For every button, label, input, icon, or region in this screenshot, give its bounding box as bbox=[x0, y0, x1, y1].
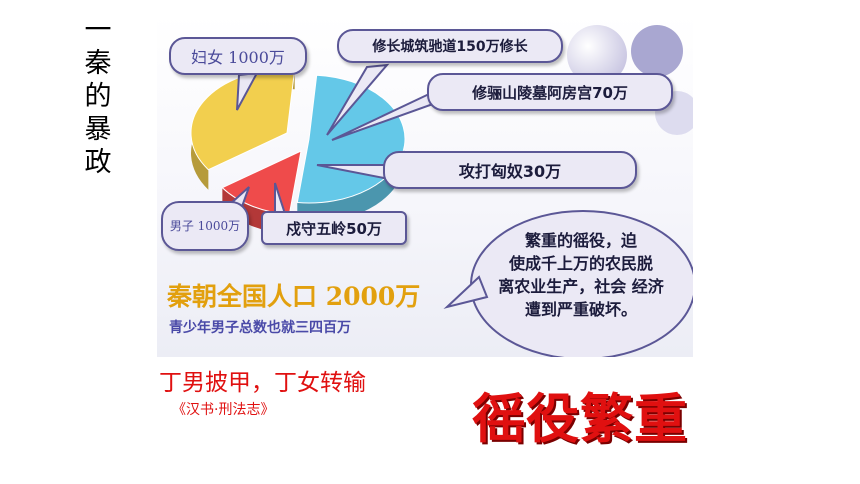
note-bubble-tail bbox=[443, 275, 489, 309]
quote-text: 丁男披甲，丁女转输 bbox=[159, 370, 366, 396]
callout-mausoleum: 修骊山陵墓阿房宫70万 bbox=[427, 73, 673, 111]
callout-women: 妇女 1000万 bbox=[169, 37, 307, 75]
callout-wuling: 戍守五岭50万 bbox=[261, 211, 407, 245]
side-title-char: 暴 bbox=[84, 114, 112, 145]
callout-men-label: 男子 1000万 bbox=[169, 219, 241, 233]
callout-mausoleum-label: 修骊山陵墓阿房宫70万 bbox=[472, 83, 628, 102]
note-line: 使成千上万的农民脱 bbox=[508, 254, 653, 273]
side-title-char: 政 bbox=[84, 147, 112, 178]
headline: 徭役繁重 bbox=[472, 388, 688, 450]
note-line: 遭到严重破坏。 bbox=[524, 300, 637, 319]
quote-source: 《汉书·刑法志》 bbox=[172, 402, 275, 418]
callout-women-label: 妇女 1000万 bbox=[191, 48, 285, 67]
note-line: 离农业生产，社会 经济 bbox=[498, 277, 664, 296]
callout-xiongnu: 攻打匈奴30万 bbox=[383, 151, 637, 189]
side-title: 一 秦 的 暴 政 bbox=[78, 14, 118, 179]
callout-wuling-label: 戍守五岭50万 bbox=[286, 219, 382, 238]
decor-circle bbox=[567, 25, 627, 85]
chart-title: 秦朝全国人口 2000万 bbox=[167, 282, 421, 311]
callout-great-wall-label: 修长城筑驰道150万修长 bbox=[372, 39, 528, 55]
chart-subtitle: 青少年男子总数也就三四百万 bbox=[169, 320, 351, 336]
callout-xiongnu-label: 攻打匈奴30万 bbox=[458, 162, 562, 181]
callout-men: 男子 1000万 bbox=[161, 201, 249, 251]
callout-great-wall: 修长城筑驰道150万修长 bbox=[337, 29, 563, 63]
note-text: 繁重的徭役，迫 使成千上万的农民脱 离农业生产，社会 经济 遭到严重破坏。 bbox=[481, 229, 681, 321]
callout-pointer bbox=[326, 63, 390, 136]
side-title-char: 秦 bbox=[84, 48, 112, 79]
note-line: 繁重的徭役，迫 bbox=[524, 231, 637, 250]
chart-canvas bbox=[190, 25, 693, 357]
side-title-char: 的 bbox=[84, 81, 112, 112]
side-title-char: 一 bbox=[84, 15, 112, 46]
decor-circle bbox=[631, 25, 683, 77]
population-chart-figure: 妇女 1000万 修长城筑驰道150万修长 修骊山陵墓阿房宫70万 攻打匈奴30… bbox=[157, 15, 693, 357]
